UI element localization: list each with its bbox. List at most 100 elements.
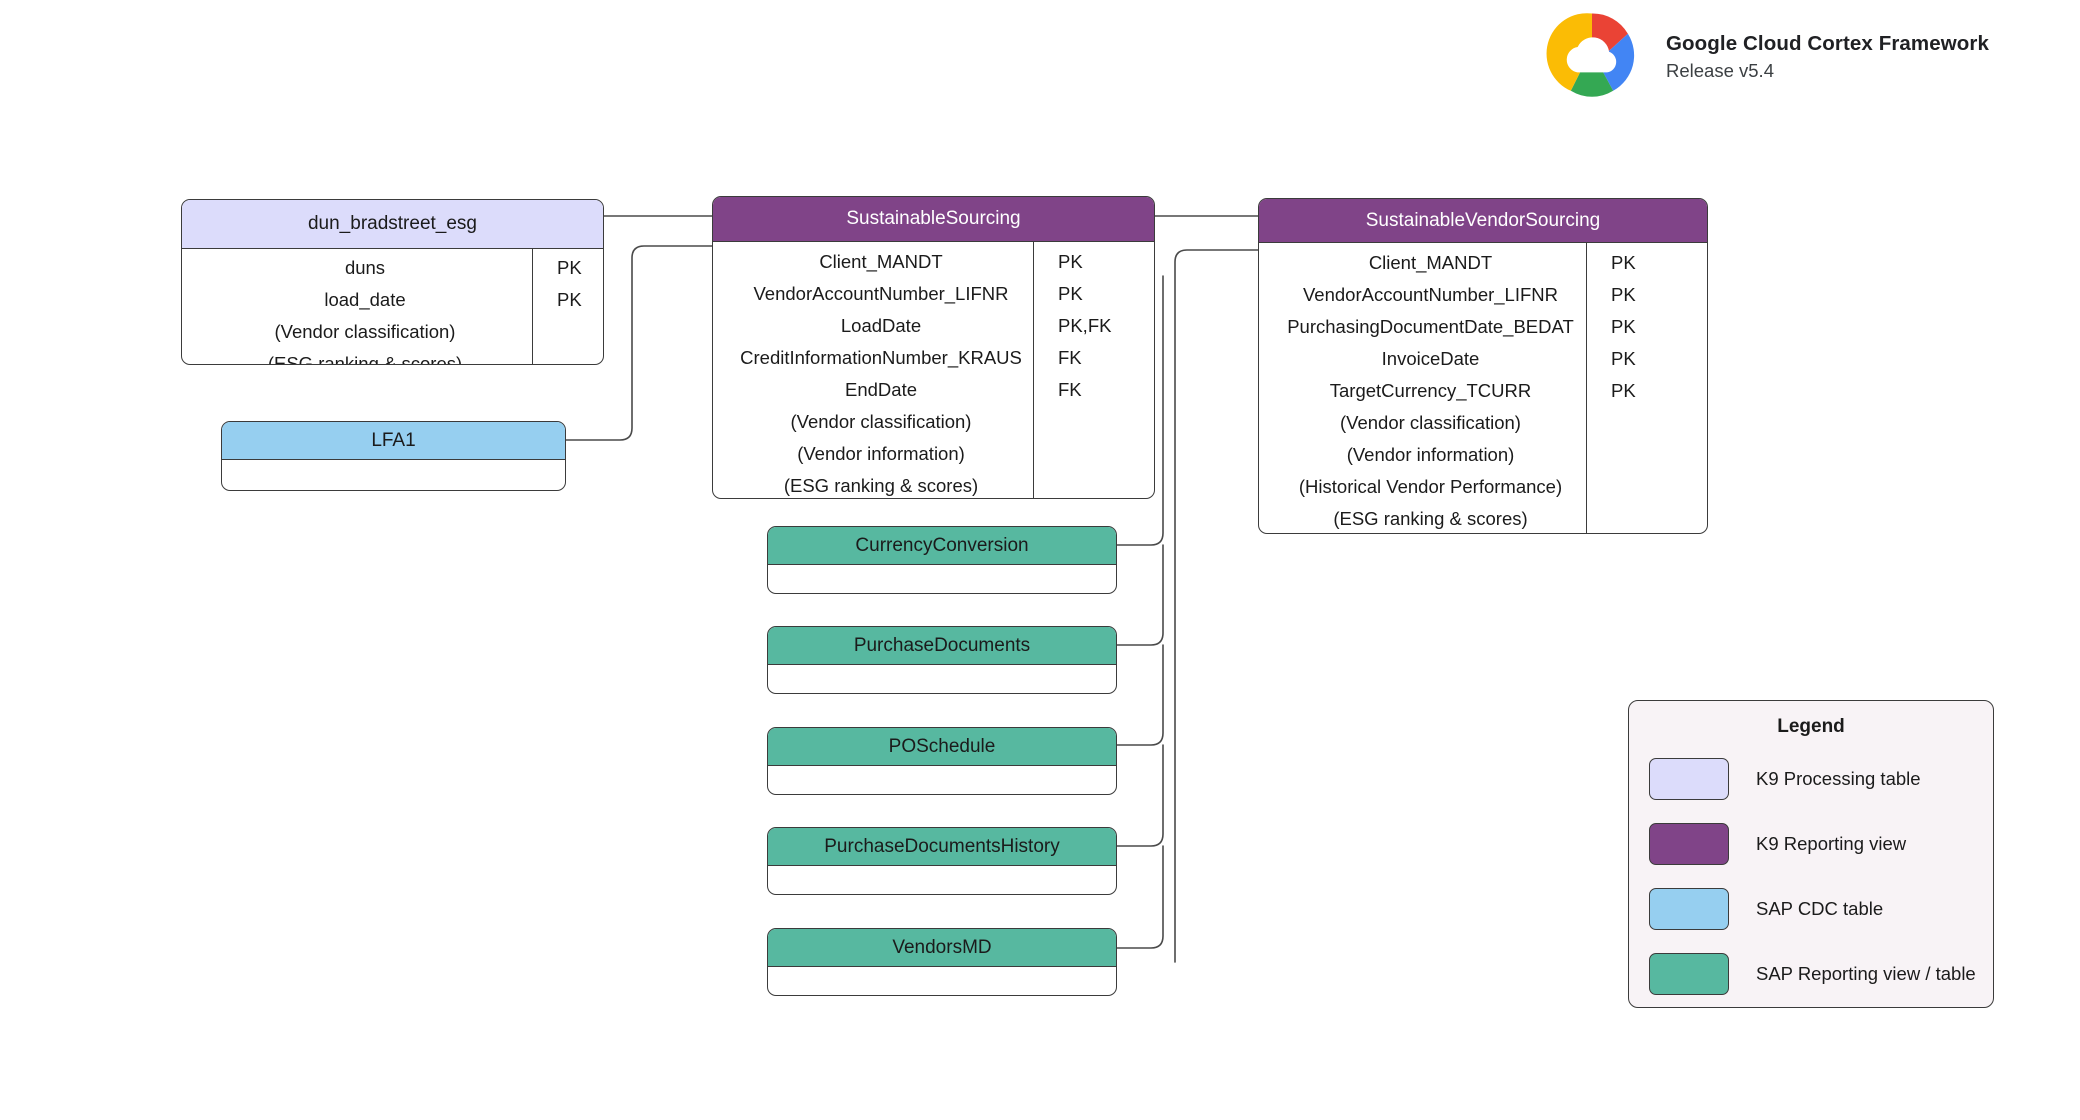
node-title: PurchaseDocuments — [853, 634, 1031, 656]
field-name: EndDate — [845, 379, 917, 400]
node-po-schedule[interactable]: POSchedule — [767, 727, 1117, 795]
legend-label: SAP CDC table — [1756, 898, 1884, 919]
node-header: SustainableSourcing — [713, 197, 1154, 242]
node-header: VendorsMD — [768, 929, 1116, 967]
node-title: SustainableVendorSourcing — [1365, 209, 1601, 231]
node-fields — [768, 866, 1116, 894]
field-row: duns PK — [182, 252, 603, 284]
edge-purchasedocumentshistory-to-trunk — [1116, 744, 1164, 847]
node-dun-bradstreet-esg[interactable]: dun_bradstreet_esg duns PK load_date PK … — [181, 199, 604, 365]
field-key: PK — [1611, 316, 1636, 337]
field-name: (Vendor information) — [797, 443, 965, 464]
node-lfa1[interactable]: LFA1 — [221, 421, 566, 491]
node-header: PurchaseDocuments — [768, 627, 1116, 665]
node-title: POSchedule — [888, 735, 996, 757]
node-purchase-documents[interactable]: PurchaseDocuments — [767, 626, 1117, 694]
field-name: Client_MANDT — [1368, 252, 1493, 273]
field-row: (Vendor classification) — [713, 406, 1154, 438]
field-row: (Historical Vendor Performance) — [1259, 471, 1707, 503]
legend-item-sap-cdc-table: SAP CDC table — [1629, 885, 1993, 933]
field-key: PK — [1058, 283, 1083, 304]
node-title: CurrencyConversion — [855, 534, 1029, 556]
key-column-divider — [1586, 243, 1588, 533]
field-key: FK — [1058, 379, 1082, 400]
edge-vendorsmd-to-trunk — [1116, 845, 1164, 949]
node-header: CurrencyConversion — [768, 527, 1116, 565]
edge-purchasedocuments-to-trunk — [1116, 544, 1164, 646]
node-fields: Client_MANDT PK VendorAccountNumber_LIFN… — [1259, 243, 1707, 533]
field-row: InvoiceDate PK — [1259, 343, 1707, 375]
field-row: (ESG ranking & scores) — [182, 348, 603, 365]
field-row: VendorAccountNumber_LIFNR PK — [1259, 279, 1707, 311]
field-name: LoadDate — [840, 315, 922, 336]
legend-swatch-sap-reporting-view — [1649, 953, 1729, 995]
legend-item-k9-reporting-view: K9 Reporting view — [1629, 820, 1993, 868]
node-fields — [768, 565, 1116, 593]
field-name: (ESG ranking & scores) — [783, 475, 979, 496]
node-header: POSchedule — [768, 728, 1116, 766]
node-title: SustainableSourcing — [846, 208, 1021, 229]
node-fields: duns PK load_date PK (Vendor classificat… — [182, 249, 603, 364]
field-name: (ESG ranking & scores) — [1333, 508, 1528, 529]
field-row: (Vendor information) — [1259, 439, 1707, 471]
edge-trunk-to-vendorsourcing — [1174, 249, 1259, 963]
field-row: LoadDate PK,FK — [713, 310, 1154, 342]
key-column-divider — [1033, 242, 1035, 498]
field-name: (Vendor information) — [1346, 444, 1515, 465]
node-fields — [768, 967, 1116, 995]
field-key: FK — [1058, 347, 1082, 368]
field-name: duns — [344, 257, 386, 278]
legend-label: SAP Reporting view / table — [1756, 963, 1976, 984]
field-row: (ESG ranking & scores) — [1259, 503, 1707, 533]
node-header: dun_bradstreet_esg — [182, 200, 603, 249]
field-name: (Vendor classification) — [790, 411, 972, 432]
field-name: TargetCurrency_TCURR — [1329, 380, 1532, 401]
field-row: Client_MANDT PK — [1259, 247, 1707, 279]
node-header: SustainableVendorSourcing — [1259, 199, 1707, 243]
node-header: LFA1 — [222, 422, 565, 460]
node-sustainable-sourcing[interactable]: SustainableSourcing Client_MANDT PK Vend… — [712, 196, 1155, 499]
node-fields — [768, 665, 1116, 693]
field-name: (Historical Vendor Performance) — [1298, 476, 1563, 497]
field-row: (Vendor classification) — [1259, 407, 1707, 439]
field-row: CreditInformationNumber_KRAUS FK — [713, 342, 1154, 374]
field-row: VendorAccountNumber_LIFNR PK — [713, 278, 1154, 310]
field-row: (Vendor information) — [713, 438, 1154, 470]
node-fields: Client_MANDT PK VendorAccountNumber_LIFN… — [713, 242, 1154, 498]
field-key: PK — [557, 257, 582, 278]
node-title: PurchaseDocumentsHistory — [824, 835, 1060, 857]
node-sustainable-vendor-sourcing[interactable]: SustainableVendorSourcing Client_MANDT P… — [1258, 198, 1708, 534]
legend-swatch-k9-processing-table — [1649, 758, 1729, 800]
brand-header: Google Cloud Cortex Framework Release v5… — [1536, 8, 1989, 100]
field-row: load_date PK — [182, 284, 603, 316]
field-name: CreditInformationNumber_KRAUS — [740, 347, 1022, 368]
node-vendors-md[interactable]: VendorsMD — [767, 928, 1117, 996]
field-row: Client_MANDT PK — [713, 246, 1154, 278]
field-key: PK — [1611, 284, 1636, 305]
node-fields — [222, 460, 565, 490]
field-key: PK,FK — [1058, 315, 1112, 336]
field-name: InvoiceDate — [1381, 348, 1480, 369]
field-key: PK — [557, 289, 582, 310]
node-title: LFA1 — [371, 429, 416, 451]
legend-item-sap-reporting-view: SAP Reporting view / table — [1629, 950, 1993, 998]
node-fields — [768, 766, 1116, 794]
field-name: Client_MANDT — [819, 251, 943, 272]
node-purchase-documents-history[interactable]: PurchaseDocumentsHistory — [767, 827, 1117, 895]
field-name: (Vendor classification) — [274, 321, 456, 342]
field-row: TargetCurrency_TCURR PK — [1259, 375, 1707, 407]
edge-poschedule-to-trunk — [1116, 644, 1164, 746]
node-header: PurchaseDocumentsHistory — [768, 828, 1116, 866]
field-row: (Vendor classification) — [182, 316, 603, 348]
legend-item-k9-processing-table: K9 Processing table — [1629, 755, 1993, 803]
field-key: PK — [1611, 380, 1636, 401]
key-column-divider — [532, 249, 534, 364]
node-currency-conversion[interactable]: CurrencyConversion — [767, 526, 1117, 594]
field-row: EndDate FK — [713, 374, 1154, 406]
field-name: (Vendor classification) — [1340, 412, 1521, 433]
legend-swatch-k9-reporting-view — [1649, 823, 1729, 865]
node-title: VendorsMD — [892, 936, 992, 958]
legend-swatch-sap-cdc-table — [1649, 888, 1729, 930]
field-name: (ESG ranking & scores) — [267, 353, 463, 365]
